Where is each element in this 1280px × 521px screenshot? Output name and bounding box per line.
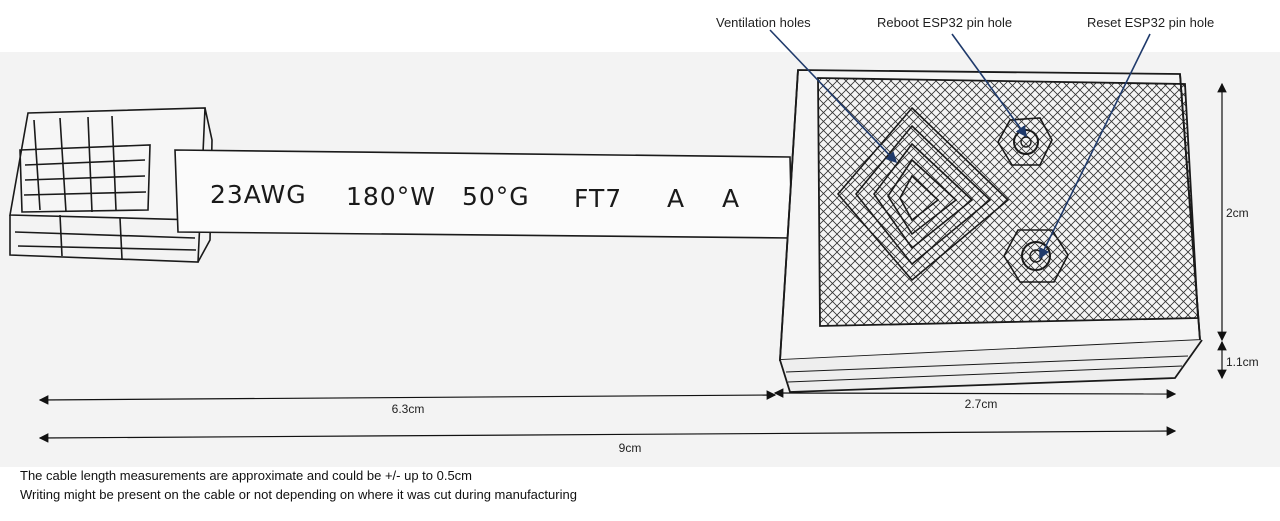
dim-label-width: 2cm <box>1226 206 1249 220</box>
dimension-lines <box>38 82 1227 443</box>
leader-ventilation <box>769 29 898 164</box>
cable-print-3: 50°G <box>462 182 530 211</box>
dim-line-total <box>38 426 1177 443</box>
callout-reset-pin-hole: Reset ESP32 pin hole <box>1087 15 1215 30</box>
callout-ventilation-holes: Ventilation holes <box>716 15 811 30</box>
cable-print-4: FT7 <box>574 184 622 213</box>
leader-reset <box>1039 33 1151 260</box>
callout-leaders <box>769 29 1151 260</box>
cable-print-1: 23AWG <box>210 180 307 209</box>
dim-label-cable: 6.3cm <box>391 402 425 416</box>
ventilation-grille <box>836 106 1010 282</box>
dim-line-box <box>773 388 1177 399</box>
dim-label-total: 9cm <box>618 441 642 455</box>
dim-label-height: 1.1cm <box>1226 355 1259 369</box>
cable-print-5: A <box>667 184 685 213</box>
note-cable-writing: Writing might be present on the cable or… <box>20 487 577 502</box>
rj-connector <box>9 107 213 263</box>
cable-print-2: 180°W <box>346 182 436 211</box>
note-measurement-tolerance: The cable length measurements are approx… <box>20 468 473 483</box>
cable-print-6: A <box>722 184 740 213</box>
callout-reboot-pin-hole: Reboot ESP32 pin hole <box>877 15 1013 30</box>
esp32-enclosure <box>779 69 1203 393</box>
dim-line-cable <box>38 390 777 405</box>
dim-label-box: 2.7cm <box>964 397 998 411</box>
leader-reboot <box>951 33 1027 138</box>
flat-cable: 23AWG 180°W 50°G FT7 A A <box>174 149 793 239</box>
